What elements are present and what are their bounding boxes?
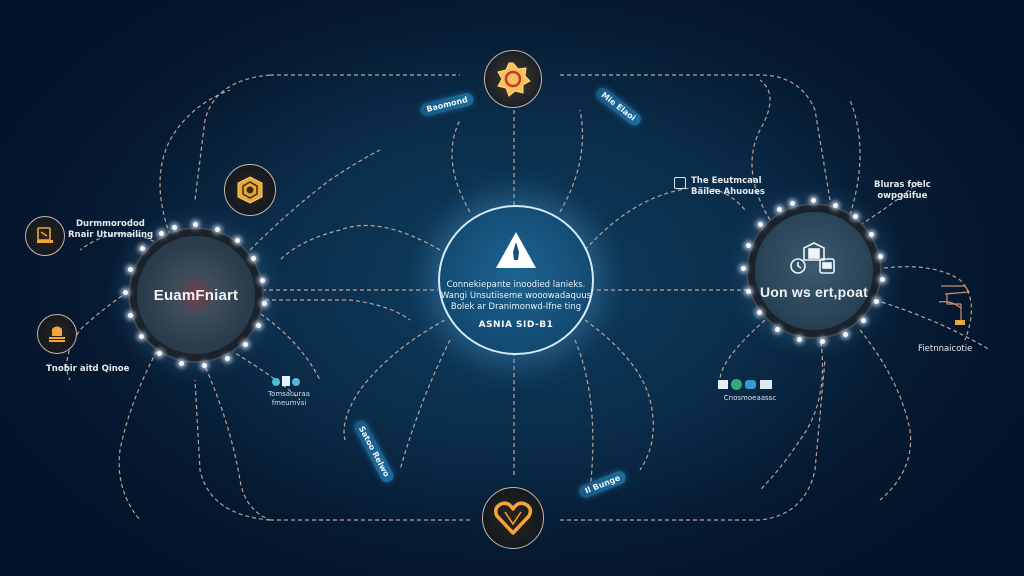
document-label-line-2: Rnair Uturmailing [68, 230, 154, 240]
stamp-satellite-label: Tnobir aitd Qinoe [46, 364, 130, 374]
right-cluster-label: Cnosmoeaassc [723, 394, 777, 402]
machine-label: Fietnnaicotie [918, 344, 973, 354]
left-cluster-line-2: fmeumvsi [271, 399, 307, 407]
center-hub-node[interactable]: Connekiepante inoodied lanieks. Wangi Un… [438, 205, 594, 355]
right-hub-node[interactable]: Uon ws ert,poat [755, 212, 873, 330]
bottom-satellite-node[interactable] [482, 487, 544, 549]
machine-icon [938, 285, 971, 325]
stamp-icon [49, 326, 65, 342]
center-code: ASNIA SID-B1 [478, 320, 554, 330]
upper-left-satellite-node[interactable] [224, 164, 276, 216]
center-description-line-2: Wangi Unsutiiseme wooowadaquus [440, 291, 592, 301]
center-description-line-3: Bolek ar Dranimonwd-Ifne ting [450, 302, 582, 312]
right-far-line-1: Bluras foelc [874, 180, 931, 190]
left-cluster-line-1: Tomsacuraa [268, 390, 310, 398]
document-satellite-label: Durmmorodod Rnair Uturmailing [68, 219, 153, 241]
right-hub-title: Uon ws ert,poat [759, 284, 868, 300]
right-upper-box-line-1: The Eeutmcaal [691, 176, 762, 186]
document-icon [37, 227, 53, 243]
left-hub-node[interactable]: EuamFniart [137, 236, 255, 354]
right-far-label: Bluras foelc owpgaifue [874, 180, 931, 202]
star-badge-icon [497, 62, 531, 97]
right-upper-box-icon [674, 177, 686, 189]
right-hub-led-ring [741, 198, 885, 344]
stamp-satellite-node[interactable] [37, 314, 77, 354]
left-cluster-label: Tomsacuraa fmeumvsi [264, 390, 314, 408]
left-cluster-icons [272, 376, 300, 388]
right-upper-box-line-2: Bailee Ahuoues [691, 187, 765, 197]
document-label-line-1: Durmmorodod [76, 219, 145, 229]
devices-cluster-icon [790, 242, 835, 274]
left-hub-title: EuamFniart [153, 286, 239, 304]
document-satellite-node[interactable] [25, 216, 65, 256]
right-far-line-2: owpgaifue [877, 191, 928, 201]
left-hub-led-ring [123, 222, 267, 368]
warning-triangle-icon [496, 232, 536, 268]
center-description-line-1: Connekiepante inoodied lanieks. [446, 280, 586, 290]
heart-icon [493, 501, 533, 535]
top-satellite-node[interactable] [484, 50, 542, 108]
right-upper-box-label: The Eeutmcaal Bailee Ahuoues [691, 176, 765, 198]
right-cluster-icons [718, 379, 778, 391]
hexagon-shield-icon [237, 176, 263, 204]
